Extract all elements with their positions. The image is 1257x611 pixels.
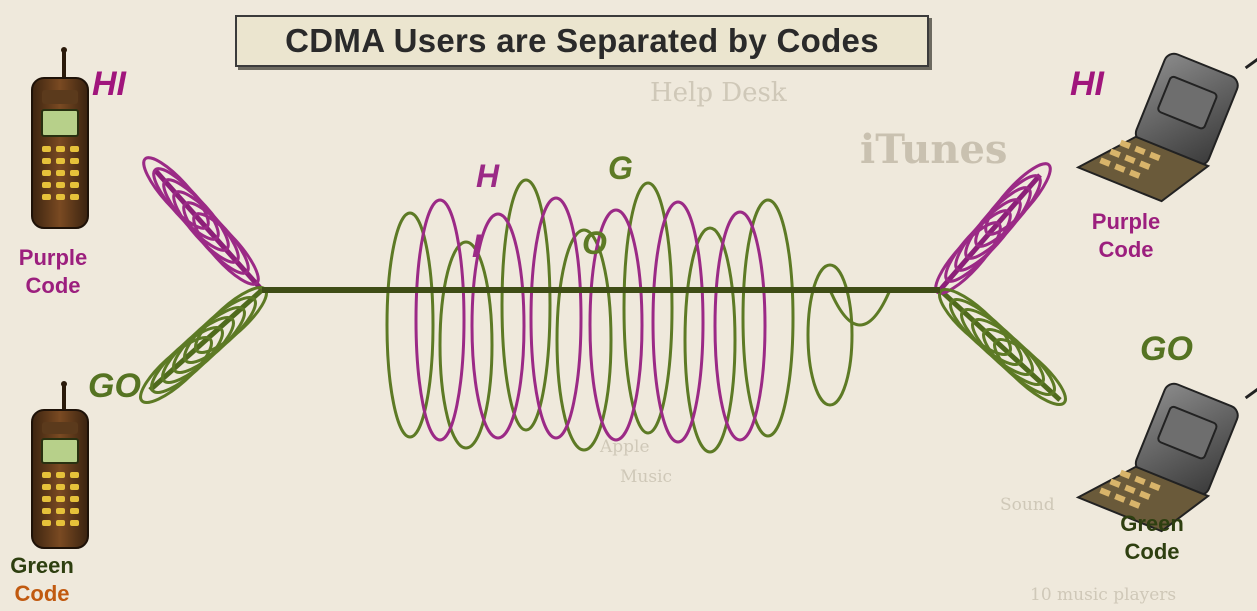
left-bottom-message: GO [88, 367, 141, 405]
right-bottom-code-label: Green Code [1112, 510, 1192, 566]
right-top-code-line1: Purple [1091, 209, 1161, 234]
title-box: CDMA Users are Separated by Codes [235, 15, 929, 67]
right-bottom-code-line2: Code [1124, 539, 1180, 564]
green-tail-right [828, 289, 892, 327]
signal-letter-i: I [472, 228, 481, 264]
background-word-players: 10 music players [1030, 585, 1177, 605]
right-bottom-code-line1: Green [1120, 511, 1184, 536]
right-top-message: HI [1070, 65, 1104, 103]
combined-purple-coils [414, 196, 767, 444]
right-top-code-line2: Code [1098, 237, 1154, 262]
background-word-music: Music [620, 467, 673, 487]
left-purple-branch [153, 168, 264, 292]
left-top-code-label: Purple Code [6, 244, 100, 300]
left-purple-coil [142, 156, 260, 286]
left-bottom-code-line2: Code [14, 581, 70, 606]
background-word-sound: Sound [1000, 495, 1055, 515]
left-bottom-code-label: Green Code [6, 552, 78, 608]
background-word-itunes: iTunes [860, 126, 1008, 173]
background-word-apple: Apple [600, 437, 650, 457]
right-top-code-label: Purple Code [1078, 208, 1174, 264]
signal-letter-o: O [582, 225, 607, 261]
cell-phone-icon [31, 381, 89, 549]
right-green-coil [938, 288, 1067, 406]
flip-phone-icon [1075, 42, 1257, 203]
signal-letter-h: H [476, 158, 500, 194]
left-bottom-code-line1: Green [10, 553, 74, 578]
background-word-help-desk: Help Desk [650, 78, 787, 108]
right-bottom-message: GO [1140, 330, 1193, 368]
combined-green-coils [385, 178, 854, 454]
left-top-code-line1: Purple [18, 245, 88, 270]
left-top-message: HI [92, 65, 126, 103]
left-green-coil [139, 286, 268, 404]
right-green-branch [938, 288, 1062, 402]
left-green-branch [148, 288, 264, 392]
signal-letter-g: G [608, 150, 633, 186]
right-purple-branch [938, 173, 1042, 292]
cell-phone-icon [31, 47, 89, 229]
diagram-title: CDMA Users are Separated by Codes [285, 22, 879, 59]
flip-phone-icon [1075, 372, 1257, 533]
left-top-code-line2: Code [25, 273, 81, 298]
